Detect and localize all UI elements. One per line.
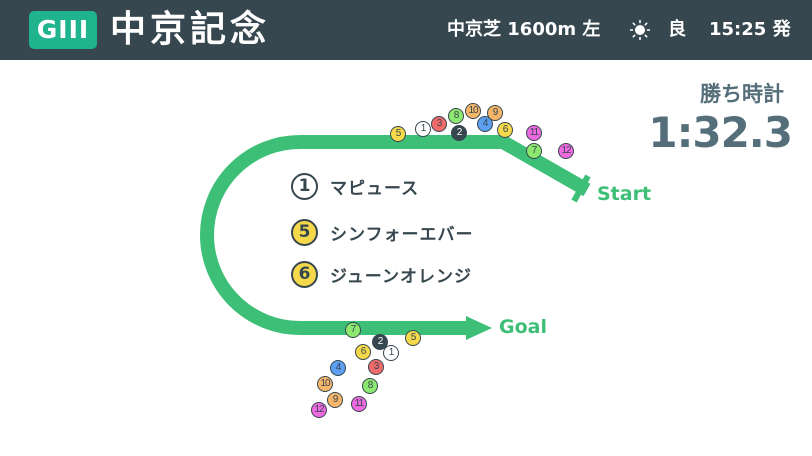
goal-horse-marker-1: 1 — [383, 345, 399, 361]
sun-icon — [630, 20, 650, 40]
horse-name: マピュース — [330, 178, 420, 199]
post-time: 15:25 発 — [709, 19, 791, 40]
start-horse-marker-2: 2 — [451, 125, 467, 141]
winning-time-label: 勝ち時計 — [700, 82, 784, 106]
result-row-1: 1 マピュース — [291, 171, 419, 201]
start-horse-marker-6: 6 — [497, 122, 513, 138]
start-horse-marker-8: 8 — [448, 108, 464, 124]
course-info: 中京芝 1600m 左 — [447, 19, 601, 40]
goal-horse-marker-5: 5 — [405, 330, 421, 346]
goal-arrow-icon — [466, 316, 492, 340]
horse-number-badge: 5 — [291, 218, 318, 246]
start-horse-marker-7: 7 — [526, 143, 542, 159]
start-horse-marker-9: 9 — [487, 105, 503, 121]
horse-name: ジューンオレンジ — [330, 266, 472, 287]
start-horse-marker-10: 10 — [465, 103, 481, 119]
goal-horse-marker-6: 6 — [355, 344, 371, 360]
start-horse-marker-5: 5 — [390, 126, 406, 142]
goal-horse-marker-4: 4 — [330, 360, 346, 376]
goal-horse-marker-8: 8 — [362, 378, 378, 394]
track-condition: 良 — [668, 19, 686, 40]
result-row-2: 5 シンフォーエバー — [291, 217, 474, 247]
grade-badge: GIII — [29, 11, 97, 49]
result-row-3: 6 ジューンオレンジ — [291, 259, 472, 289]
goal-horse-marker-2: 2 — [372, 334, 388, 350]
goal-horse-marker-9: 9 — [327, 392, 343, 408]
goal-horse-marker-7: 7 — [345, 322, 361, 338]
track-path — [200, 135, 591, 335]
start-horse-marker-1: 1 — [415, 121, 431, 137]
goal-horse-marker-11: 11 — [351, 396, 367, 412]
start-horse-marker-11: 11 — [526, 125, 542, 141]
horse-number-badge: 1 — [291, 172, 318, 200]
start-horse-marker-12: 12 — [558, 143, 574, 159]
goal-horse-marker-10: 10 — [317, 376, 333, 392]
winning-time-value: 1:32.3 — [648, 108, 793, 157]
start-label: Start — [597, 183, 652, 205]
goal-label: Goal — [499, 316, 547, 338]
goal-horse-marker-12: 12 — [311, 402, 327, 418]
goal-horse-marker-3: 3 — [368, 359, 384, 375]
start-horse-marker-3: 3 — [431, 116, 447, 132]
start-horse-marker-4: 4 — [477, 116, 493, 132]
horse-name: シンフォーエバー — [330, 224, 474, 245]
start-line — [571, 174, 591, 203]
horse-number-badge: 6 — [291, 260, 318, 288]
race-header: GIII 中京記念 中京芝 1600m 左 良 15:25 発 — [0, 0, 812, 60]
race-title: 中京記念 — [110, 9, 271, 50]
